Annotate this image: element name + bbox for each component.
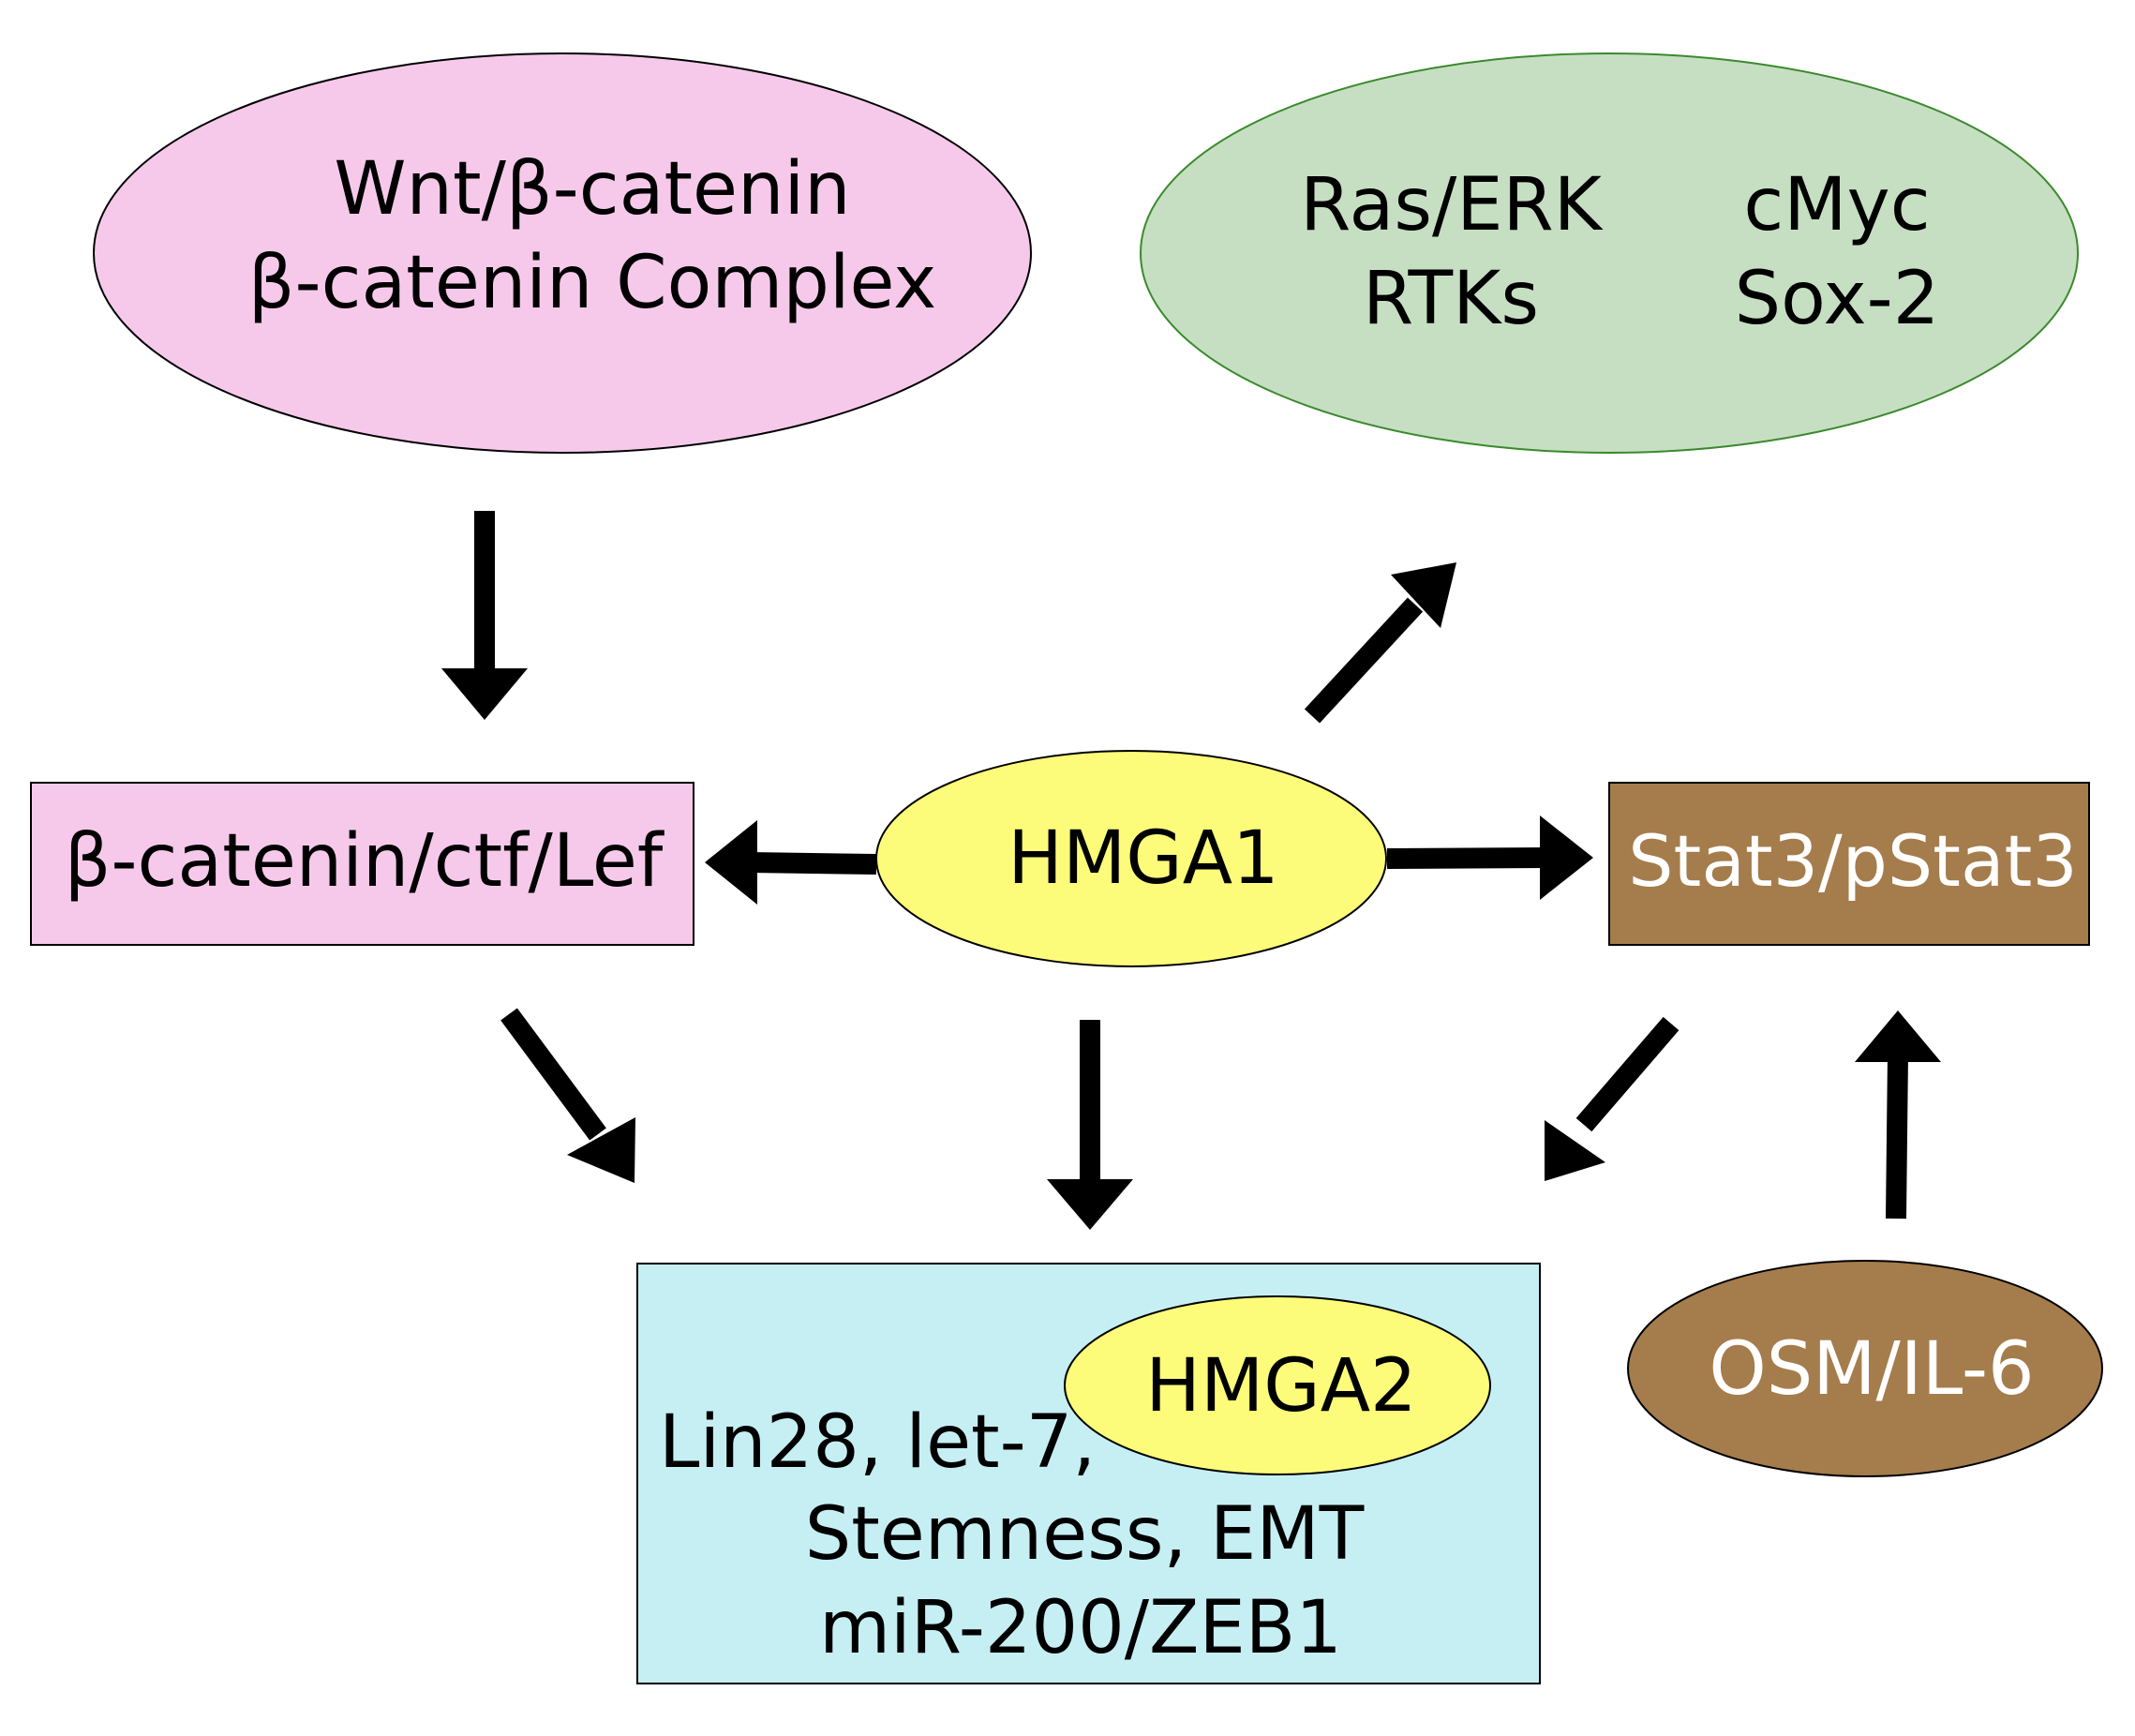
bcat-label: β-catenin/ctf/Lef: [65, 819, 664, 904]
bcat-box: [30, 782, 694, 946]
arrow-hmga1-to-target: [1047, 1020, 1133, 1230]
wnt-node: Wnt/β-catenin β-catenin Complex: [93, 52, 1032, 454]
ras-label-col1-line2: RTKs: [1363, 257, 1539, 341]
osm-node: OSM/IL-6: [1627, 1260, 2103, 1477]
arrow-hmga1-to-stat3: [1386, 816, 1593, 900]
wnt-label-line1: Wnt/β-catenin: [334, 147, 850, 232]
ras-ellipse: [1140, 52, 2079, 454]
osm-label: OSM/IL-6: [1709, 1327, 2034, 1412]
hmga2-node: HMGA2: [1064, 1295, 1491, 1475]
ras-label-col2-line2: Sox-2: [1735, 257, 1940, 341]
hmga2-label: HMGA2: [1145, 1344, 1416, 1429]
arrow-bcat-to-target: [500, 1008, 635, 1183]
target-label-line2: Stemness, EMT: [805, 1492, 1365, 1577]
arrow-wnt-to-bcat: [441, 511, 528, 720]
arrow-osm-to-stat3: [1855, 1010, 1941, 1220]
wnt-ellipse: [93, 52, 1032, 454]
bcat-node: β-catenin/ctf/Lef: [30, 782, 694, 946]
target-node: Lin28, let-7, Stemness, EMT miR-200/ZEB1: [636, 1263, 1541, 1684]
ras-label-col1-line1: Ras/ERK: [1300, 163, 1604, 247]
stat3-node: Stat3/pStat3: [1608, 782, 2090, 946]
ras-node: Ras/ERK RTKs cMyc Sox-2: [1140, 52, 2079, 454]
target-label-line1: Lin28, let-7,: [659, 1400, 1096, 1485]
osm-ellipse: [1627, 1260, 2103, 1477]
hmga1-label: HMGA1: [1008, 816, 1278, 901]
stat3-box: [1608, 782, 2090, 946]
hmga2-ellipse: [1064, 1295, 1491, 1475]
arrow-stat3-to-target: [1545, 1016, 1680, 1181]
target-label-line3: miR-200/ZEB1: [819, 1586, 1342, 1670]
hmga1-node: HMGA1: [875, 750, 1387, 967]
arrow-hmga1-to-ras: [1304, 562, 1456, 724]
wnt-label-line2: β-catenin Complex: [248, 241, 937, 325]
arrow-hmga1-to-bcat: [705, 820, 877, 905]
stat3-label: Stat3/pStat3: [1628, 819, 2077, 903]
ras-label-col2-line1: cMyc: [1743, 163, 1930, 247]
